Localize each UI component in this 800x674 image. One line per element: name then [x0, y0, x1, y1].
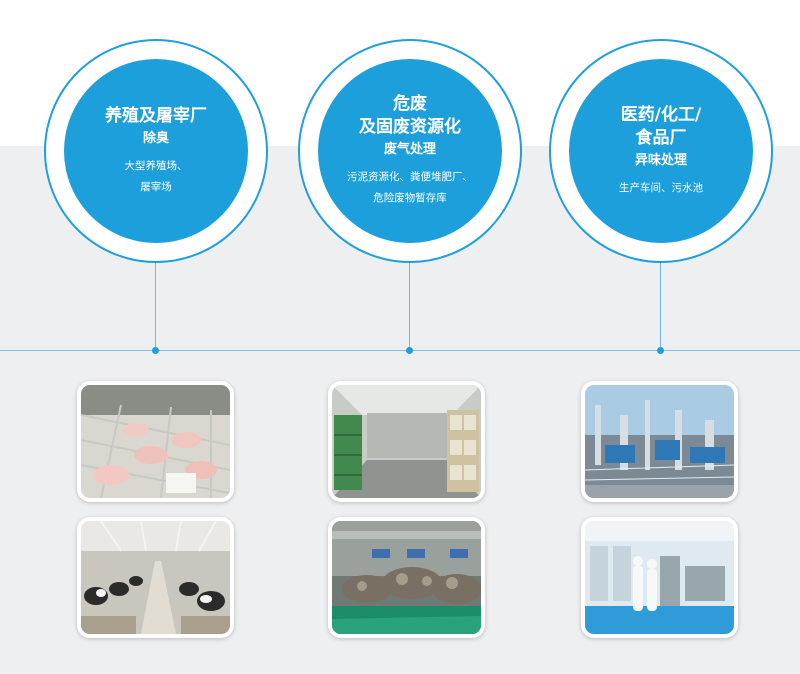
connector-dot-3 — [657, 347, 664, 354]
connector-horizontal-line — [0, 350, 800, 351]
pig-farm-photo — [77, 381, 234, 502]
warehouse-illustration — [332, 385, 481, 498]
sector-subtitle: 废气处理 — [383, 142, 436, 157]
sector-description: 大型养殖场、 — [124, 159, 188, 172]
connector-dot-1 — [152, 347, 159, 354]
warehouse-photo — [328, 381, 485, 502]
sector-circle-livestock: 养殖及屠宰厂 除臭 大型养殖场、 屠宰场 — [44, 39, 268, 263]
sector-circle-pharma-chemical-food: 医药/化工/ 食品厂 异味处理 生产车间、污水池 — [549, 39, 773, 263]
sector-description: 污泥资源化、粪便堆肥厂、 — [347, 171, 473, 183]
sector-disc: 危废 及固废资源化 废气处理 污泥资源化、粪便堆肥厂、 危险废物暂存库 — [318, 59, 502, 243]
sector-title: 及固废资源化 — [359, 117, 461, 137]
sector-subtitle: 除臭 — [142, 130, 169, 146]
waste-facility-illustration — [332, 521, 481, 634]
connector-line-3 — [660, 262, 661, 350]
sector-description: 屠宰场 — [140, 180, 172, 193]
cattle-barn-photo — [77, 517, 234, 638]
sector-title: 危废 — [393, 94, 427, 114]
connector-line-2 — [409, 262, 410, 350]
chemical-plant-photo — [581, 381, 738, 502]
chemical-plant-illustration — [585, 385, 734, 498]
food-factory-illustration — [585, 521, 734, 634]
sector-disc: 养殖及屠宰厂 除臭 大型养殖场、 屠宰场 — [64, 59, 248, 243]
food-factory-photo — [581, 517, 738, 638]
sector-description: 危险废物暂存库 — [373, 192, 447, 204]
sector-circle-hazardous-waste: 危废 及固废资源化 废气处理 污泥资源化、粪便堆肥厂、 危险废物暂存库 — [298, 39, 522, 263]
sector-title: 食品厂 — [635, 127, 687, 148]
sector-title: 养殖及屠宰厂 — [105, 105, 207, 126]
connector-dot-2 — [406, 347, 413, 354]
cattle-barn-illustration — [81, 521, 230, 634]
sector-title: 医药/化工/ — [620, 104, 702, 125]
sector-disc: 医药/化工/ 食品厂 异味处理 生产车间、污水池 — [569, 59, 753, 243]
sector-subtitle: 异味处理 — [634, 152, 687, 168]
connector-line-1 — [155, 262, 156, 350]
sector-description: 生产车间、污水池 — [619, 181, 703, 194]
pig-farm-illustration — [81, 385, 230, 498]
waste-facility-photo — [328, 517, 485, 638]
